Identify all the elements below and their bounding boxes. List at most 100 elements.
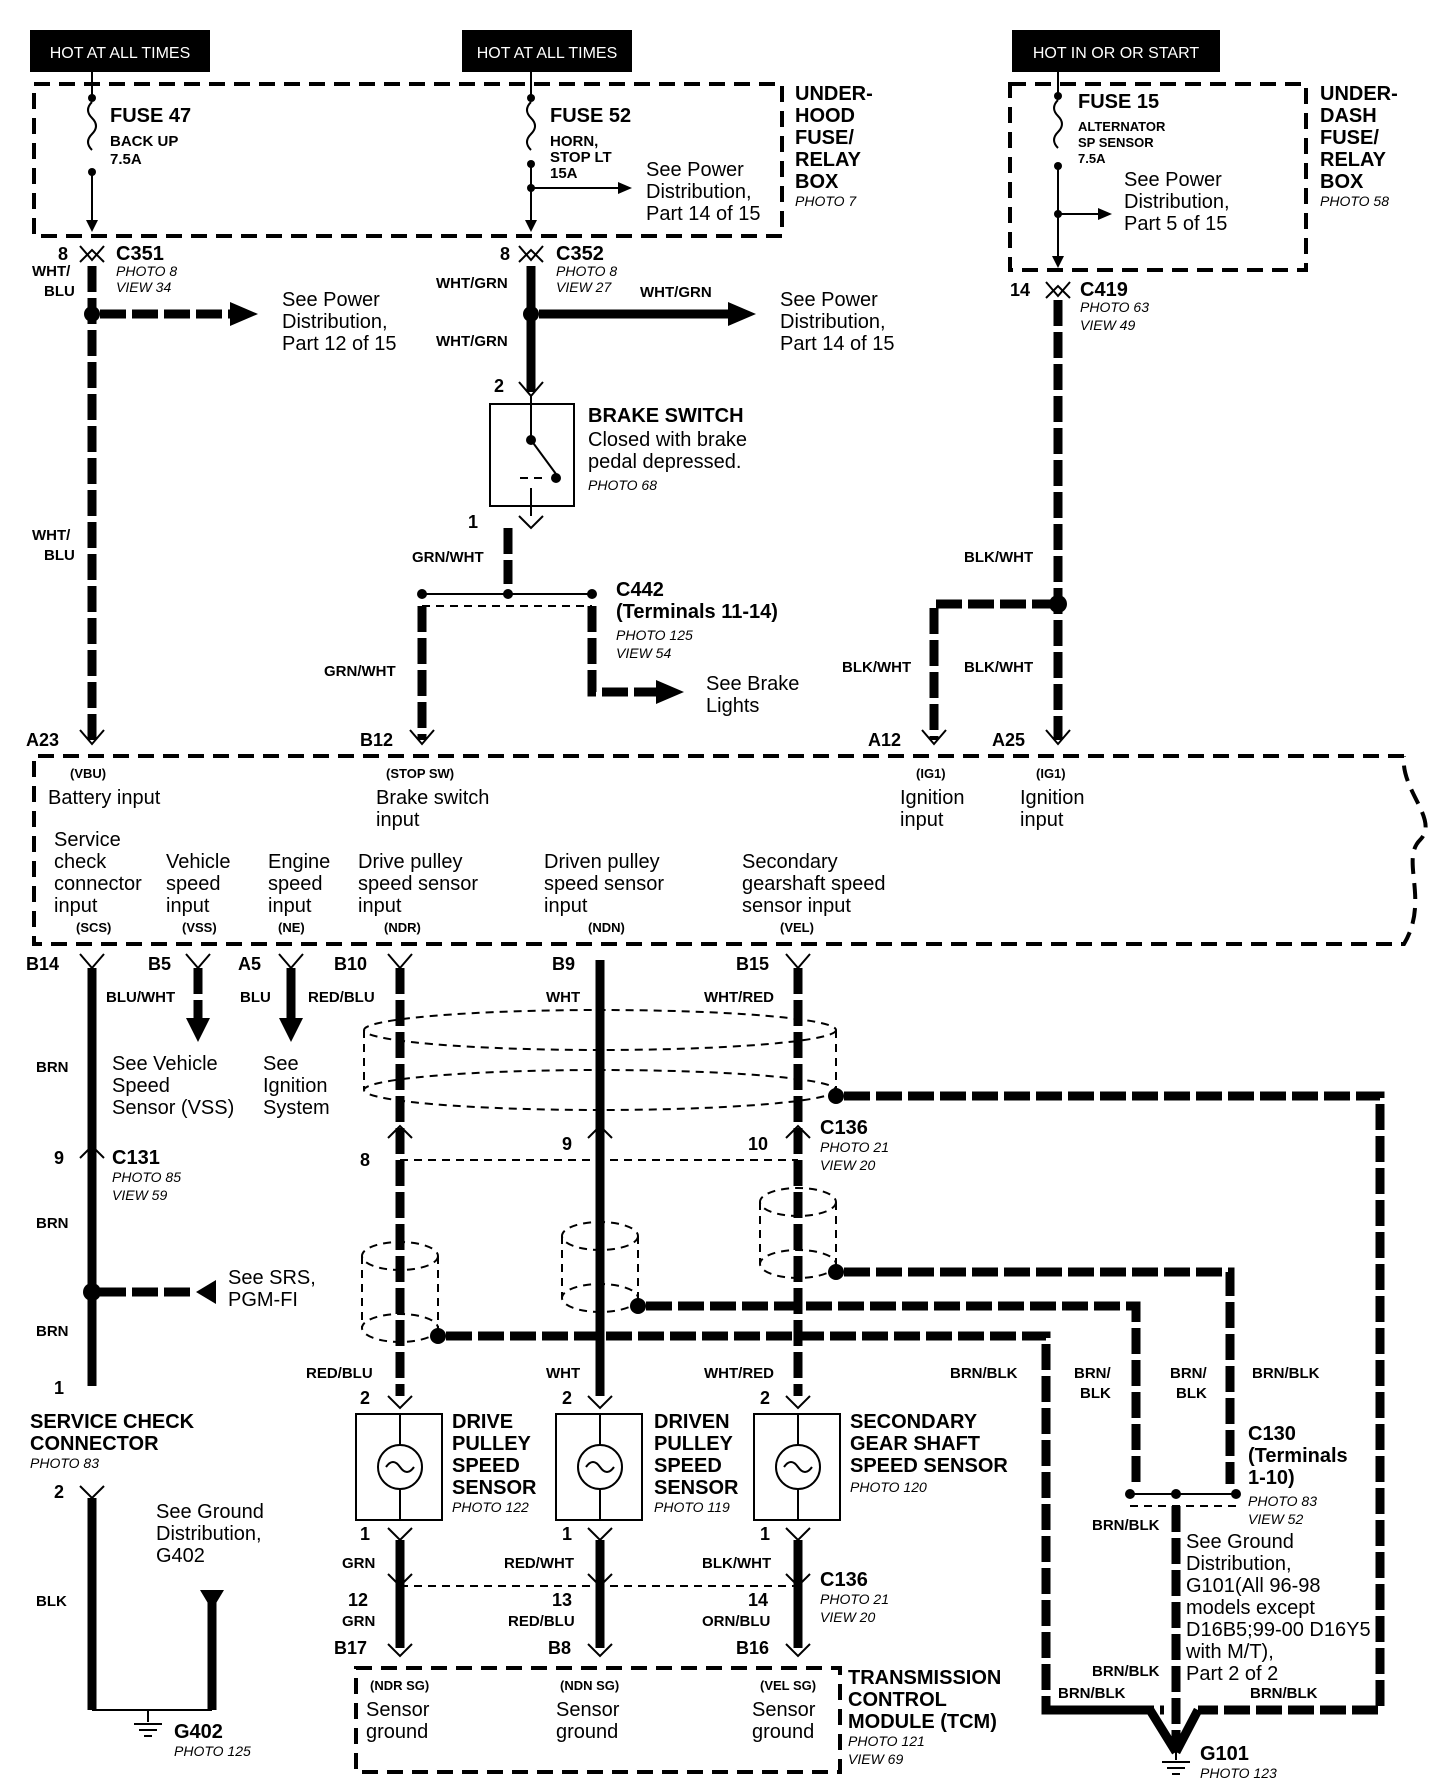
svg-text:WHT: WHT: [546, 989, 580, 1006]
svg-text:PHOTO 63: PHOTO 63: [1080, 299, 1149, 315]
svg-text:DRIVEN: DRIVEN: [654, 1411, 730, 1433]
wire-blk-g402: BLK: [36, 1498, 224, 1711]
svg-text:pedal depressed.: pedal depressed.: [588, 451, 741, 473]
svg-text:VIEW 34: VIEW 34: [116, 279, 171, 295]
svg-text:Engine: Engine: [268, 851, 330, 873]
brn-blk-labels: BRN/BLK BRN/ BLK BRN/ BLK BRN/BLK BRN/BL…: [950, 1365, 1320, 1702]
svg-text:RELAY: RELAY: [1320, 149, 1387, 171]
svg-text:8: 8: [58, 244, 68, 264]
svg-text:Sensor: Sensor: [366, 1699, 430, 1721]
svg-text:System: System: [263, 1097, 330, 1119]
wire-brn-service: BRN BRN BRN: [36, 968, 216, 1386]
svg-text:C419: C419: [1080, 279, 1128, 301]
wire-brn-blk-g101: [1046, 1506, 1202, 1755]
brake-switch: 2 BRAKE SWITCH Closed with brake pedal d…: [468, 376, 747, 532]
svg-text:VIEW 49: VIEW 49: [1080, 317, 1135, 333]
svg-text:A12: A12: [868, 730, 901, 750]
svg-text:See Ground: See Ground: [156, 1501, 264, 1523]
svg-text:input: input: [268, 895, 312, 917]
svg-text:9: 9: [54, 1148, 64, 1168]
pcm-top-pins: A23 B12 A12 A25: [26, 729, 1071, 750]
svg-text:PHOTO 120: PHOTO 120: [850, 1479, 927, 1495]
svg-text:HOT AT ALL TIMES: HOT AT ALL TIMES: [477, 45, 618, 62]
svg-text:12: 12: [348, 1590, 368, 1610]
ground-g402: G402 PHOTO 125: [134, 1710, 251, 1759]
svg-text:MODULE (TCM): MODULE (TCM): [848, 1711, 997, 1733]
svg-text:B14: B14: [26, 954, 59, 974]
svg-text:BRN: BRN: [36, 1323, 69, 1340]
svg-text:FUSE 47: FUSE 47: [110, 105, 191, 127]
svg-text:VIEW 52: VIEW 52: [1248, 1511, 1303, 1527]
svg-text:RED/WHT: RED/WHT: [504, 1555, 574, 1572]
svg-text:(IG1): (IG1): [1036, 766, 1066, 781]
svg-text:BRN/BLK: BRN/BLK: [1252, 1365, 1320, 1382]
secondary-gear-shaft-speed-sensor: 2 SECONDARY GEAR SHAFT SPEED SENSOR PHOT…: [753, 1388, 1008, 1544]
svg-text:WHT/RED: WHT/RED: [704, 1365, 774, 1382]
svg-text:input: input: [900, 809, 944, 831]
svg-text:VIEW 69: VIEW 69: [848, 1751, 903, 1767]
svg-text:Distribution,: Distribution,: [646, 181, 752, 203]
svg-text:input: input: [544, 895, 588, 917]
svg-text:PHOTO 83: PHOTO 83: [1248, 1493, 1317, 1509]
svg-text:2: 2: [494, 376, 504, 396]
svg-text:BRN: BRN: [36, 1215, 69, 1232]
svg-text:speed: speed: [268, 873, 323, 895]
svg-text:Closed with brake: Closed with brake: [588, 429, 747, 451]
svg-text:PGM-FI: PGM-FI: [228, 1289, 298, 1311]
svg-text:(VEL): (VEL): [780, 920, 814, 935]
connector-c131: 9 C131 PHOTO 85 VIEW 59: [54, 1144, 181, 1203]
svg-text:Distribution,: Distribution,: [156, 1523, 262, 1545]
svg-text:(NDN SG): (NDN SG): [560, 1678, 619, 1693]
svg-text:WHT/RED: WHT/RED: [704, 989, 774, 1006]
svg-text:ALTERNATOR: ALTERNATOR: [1078, 119, 1166, 134]
power-dist-part14-ref-a: See Power Distribution, Part 14 of 15: [646, 159, 761, 225]
svg-text:(VEL SG): (VEL SG): [760, 1678, 816, 1693]
svg-text:HORN,: HORN,: [550, 133, 598, 150]
svg-text:(NDR SG): (NDR SG): [370, 1678, 429, 1693]
svg-text:Sensor: Sensor: [752, 1699, 816, 1721]
svg-text:BLK: BLK: [36, 1593, 67, 1610]
svg-text:1-10): 1-10): [1248, 1467, 1295, 1489]
svg-text:B5: B5: [148, 954, 171, 974]
ground-g101: G101 PHOTO 123: [1162, 1743, 1277, 1781]
svg-text:VIEW 20: VIEW 20: [820, 1609, 875, 1625]
wire-vss: BLU/WHT: [106, 968, 210, 1042]
svg-text:ground: ground: [556, 1721, 618, 1743]
connector-c136-top: 8 9 10 C136 PHOTO 21 VIEW 20: [360, 1117, 889, 1173]
svg-text:FUSE/: FUSE/: [1320, 127, 1379, 149]
svg-text:BOX: BOX: [1320, 171, 1364, 193]
svg-text:FUSE 15: FUSE 15: [1078, 91, 1159, 113]
svg-text:PHOTO 21: PHOTO 21: [820, 1591, 889, 1607]
svg-text:GEAR SHAFT: GEAR SHAFT: [850, 1433, 980, 1455]
svg-text:BLK/WHT: BLK/WHT: [702, 1555, 771, 1572]
svg-text:Part 5 of 15: Part 5 of 15: [1124, 213, 1227, 235]
header-hot-start: HOT IN OR OR START: [1012, 30, 1220, 72]
svg-text:input: input: [1020, 809, 1064, 831]
svg-text:ground: ground: [366, 1721, 428, 1743]
pcm-inputs: (VBU) Battery input (STOP SW) Brake swit…: [48, 766, 1085, 935]
svg-text:10: 10: [748, 1134, 768, 1154]
vss-ref: See Vehicle Speed Sensor (VSS): [112, 1053, 234, 1119]
wire-ne: BLU: [240, 968, 303, 1042]
fuse-15: FUSE 15 ALTERNATOR SP SENSOR 7.5A: [1052, 72, 1166, 268]
svg-text:DRIVE: DRIVE: [452, 1411, 513, 1433]
svg-text:A25: A25: [992, 730, 1025, 750]
svg-text:PHOTO 7: PHOTO 7: [795, 193, 857, 209]
svg-text:FUSE/: FUSE/: [795, 127, 854, 149]
svg-text:(IG1): (IG1): [916, 766, 946, 781]
svg-text:connector: connector: [54, 873, 142, 895]
svg-text:See Power: See Power: [282, 289, 380, 311]
ground-dist-g402-ref: See Ground Distribution, G402: [156, 1501, 264, 1567]
svg-text:13: 13: [552, 1590, 572, 1610]
connector-c136-bottom: 12 13 14 C136 PHOTO 21 VIEW 20: [348, 1569, 889, 1625]
svg-text:(VSS): (VSS): [182, 920, 217, 935]
svg-text:GRN: GRN: [342, 1613, 375, 1630]
wire-grn-wht-b12: GRN/WHT: [324, 606, 427, 740]
svg-text:Speed: Speed: [112, 1075, 170, 1097]
svg-text:Part 14 of 15: Part 14 of 15: [780, 333, 895, 355]
svg-text:See Vehicle: See Vehicle: [112, 1053, 218, 1075]
svg-text:B17: B17: [334, 1638, 367, 1658]
svg-text:SECONDARY: SECONDARY: [850, 1411, 978, 1433]
tcm-pins: B17 B8 B16: [334, 1638, 811, 1658]
